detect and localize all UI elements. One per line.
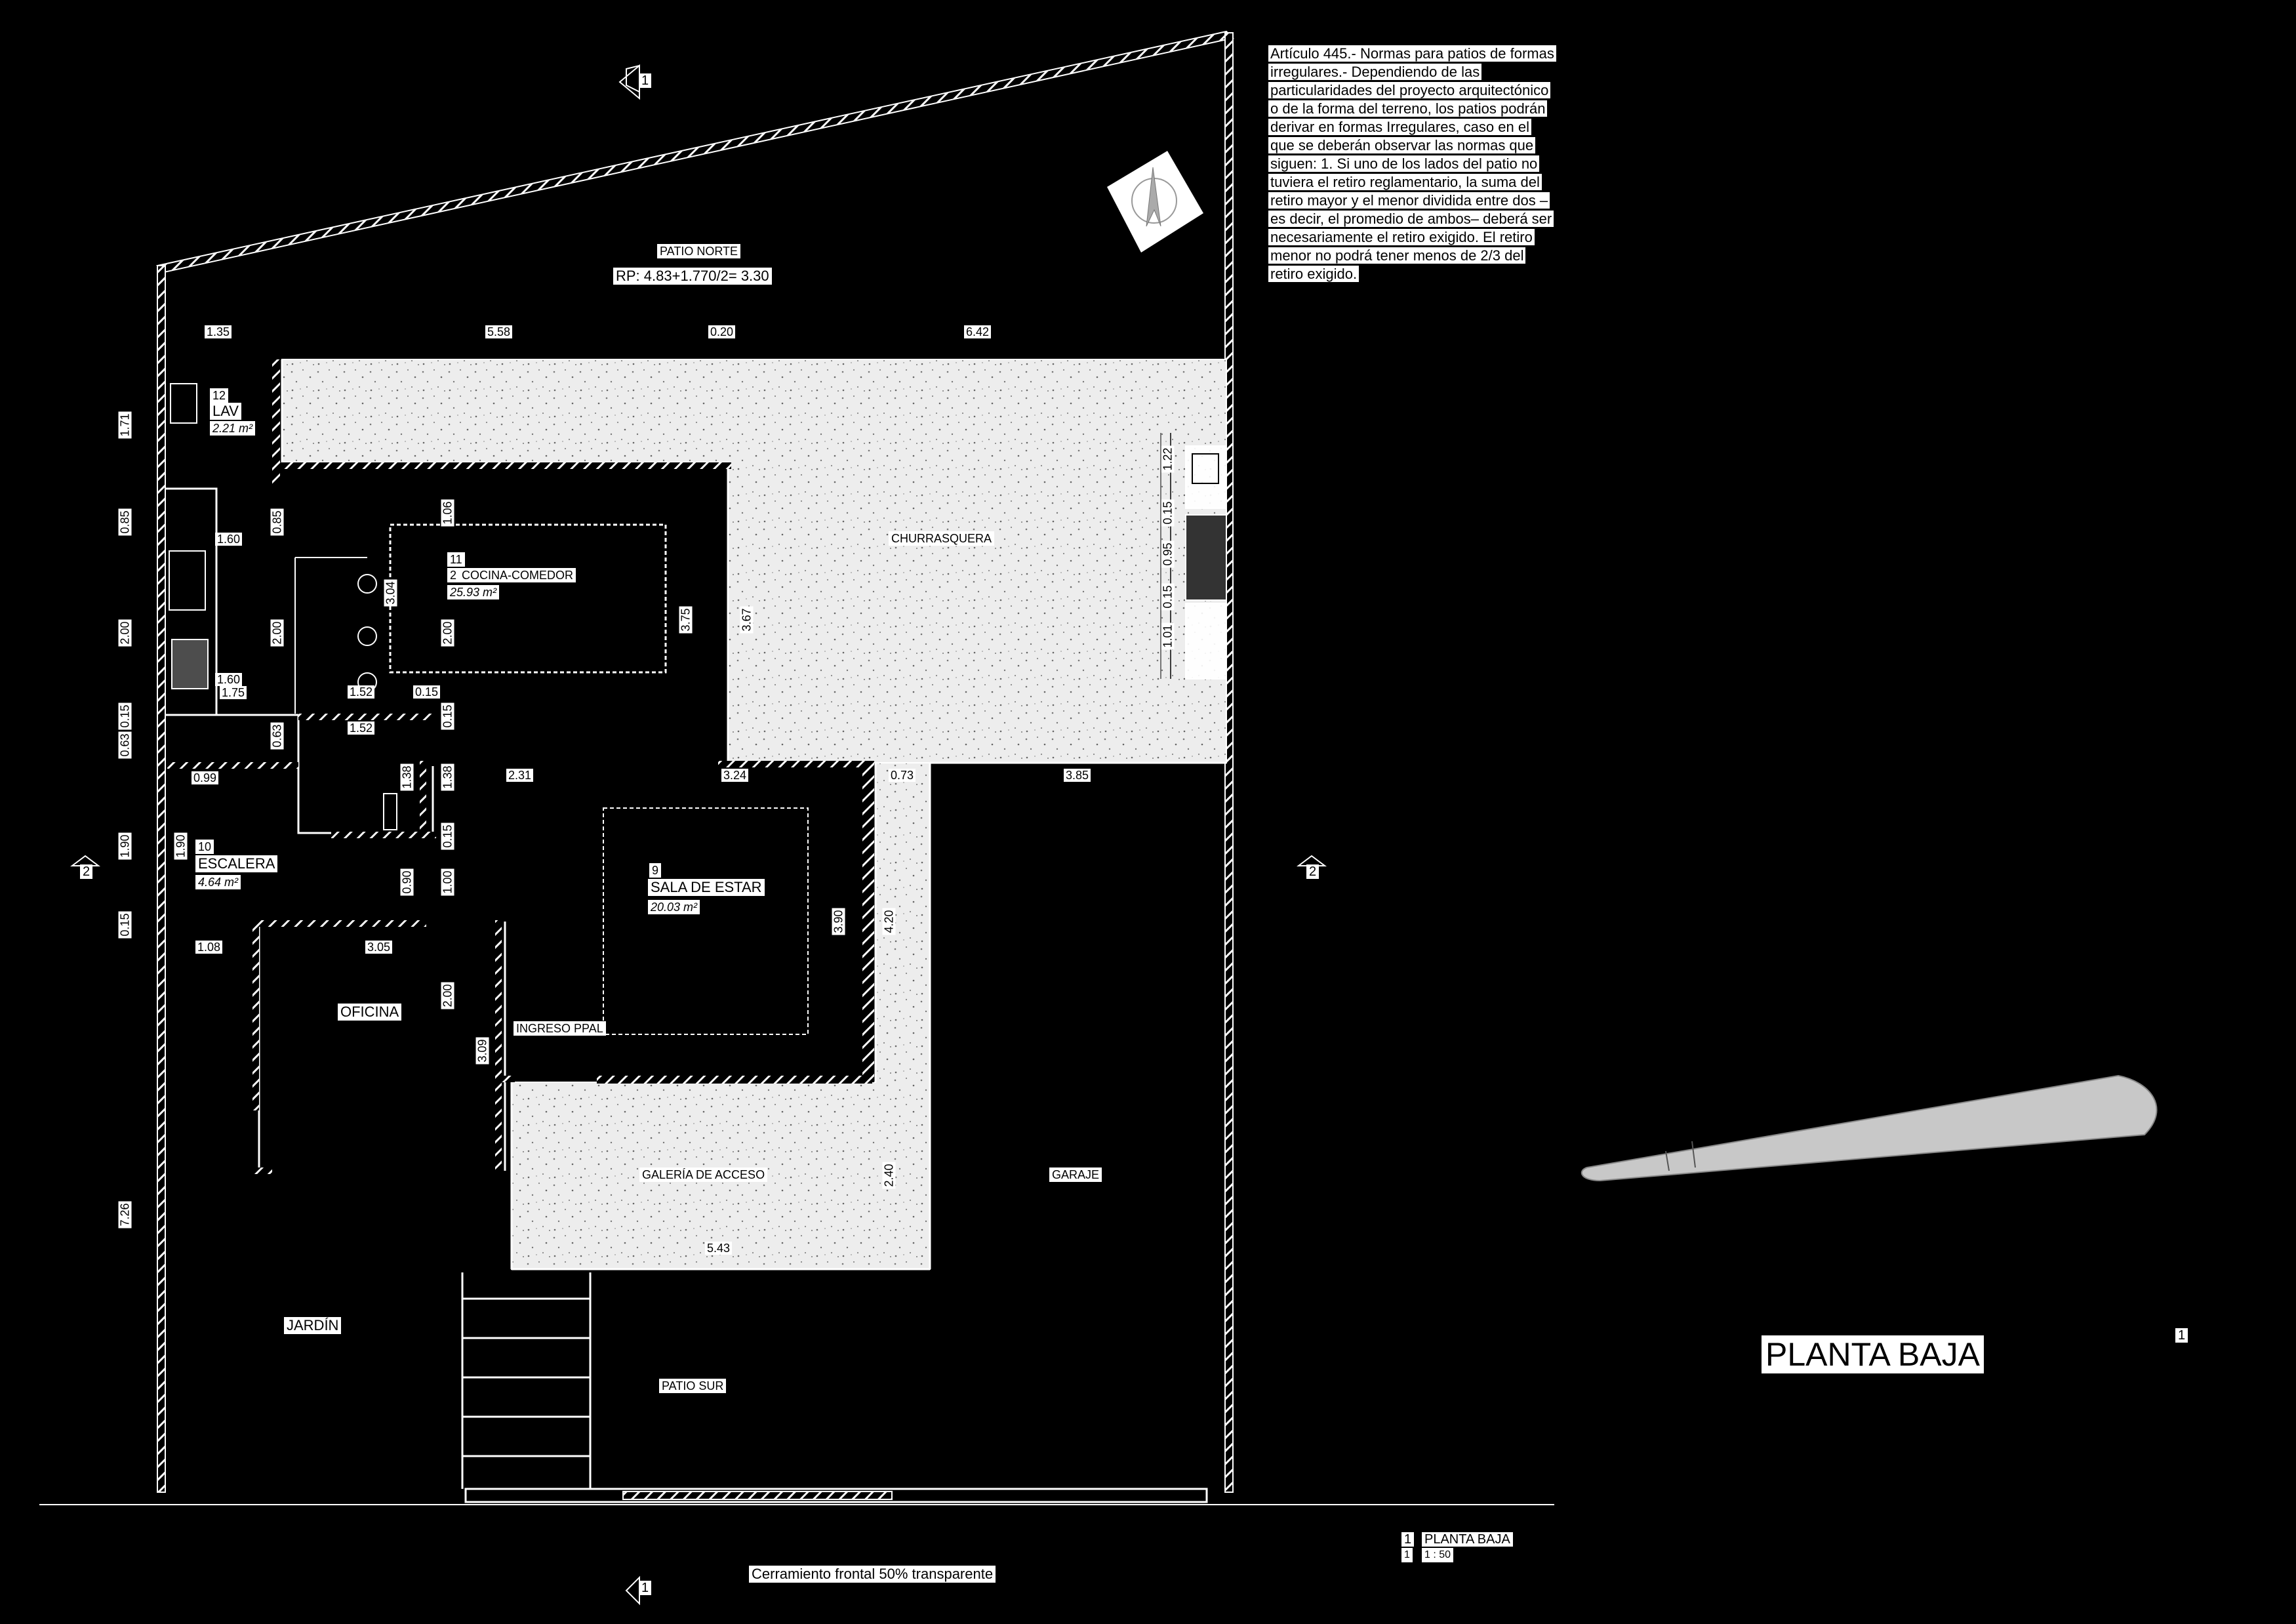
dim-2-40: 2.40 [882, 1162, 896, 1189]
room-area-cocina: 25.93 m² [447, 585, 500, 599]
dim-0-85-a: 0.85 [118, 508, 132, 536]
room-label-escalera: ESCALERA [195, 855, 278, 872]
dim-1-90-a: 1.90 [118, 832, 132, 860]
legend-scale-number: 1 [1401, 1548, 1413, 1562]
dim-2-31: 2.31 [506, 769, 534, 782]
dim-1-60-b: 1.60 [215, 673, 243, 686]
dim-1-08: 1.08 [195, 941, 223, 954]
section-marker-1-bottom: 1 [639, 1581, 652, 1595]
section-marker-1-top: 1 [639, 73, 652, 88]
room-label-sala: SALA DE ESTAR [648, 879, 765, 896]
room-number-lav: 12 [210, 388, 229, 403]
site-location-shape [1581, 1074, 2158, 1182]
room-label-lav: LAV [210, 403, 241, 420]
dim-3-05: 3.05 [365, 941, 393, 954]
dim-0-15-b: 0.15 [118, 702, 132, 730]
sheet-ref-number: 1 [2175, 1328, 2188, 1343]
room-number-cocina: 11 [447, 552, 465, 567]
dim-3-09: 3.09 [475, 1037, 489, 1065]
room-label-ingreso: INGRESO PPAL [514, 1021, 606, 1036]
dim-0-63-b: 0.63 [270, 722, 284, 750]
room-area-sala: 20.03 m² [648, 900, 700, 914]
dim-1-06: 1.06 [441, 499, 454, 527]
dim-0-15-e: 0.15 [118, 911, 132, 939]
article-note: Artículo 445.- Normas para patios de for… [1268, 45, 1557, 283]
dim-0-90: 0.90 [400, 868, 414, 896]
dim-3-67: 3.67 [740, 606, 754, 634]
dim-0-15-f: 0.15 [1161, 499, 1175, 527]
room-area-lav: 2.21 m² [210, 421, 256, 436]
dim-6-42: 6.42 [964, 325, 992, 338]
dim-3-75: 3.75 [679, 606, 693, 634]
dim-2-00-d: 2.00 [441, 982, 454, 1009]
dim-2-00-a: 2.00 [118, 619, 132, 647]
dim-1-60-a: 1.60 [215, 533, 243, 546]
dim-3-90: 3.90 [832, 908, 845, 935]
dim-1-38-b: 1.38 [441, 763, 454, 791]
dim-1-71: 1.71 [118, 411, 132, 439]
room-label-churrasquera: CHURRASQUERA [889, 531, 995, 546]
dim-0-63-a: 0.63 [118, 731, 132, 759]
dim-1-38-a: 1.38 [400, 763, 414, 791]
dim-5-58: 5.58 [485, 325, 513, 338]
dim-0-73: 0.73 [889, 769, 916, 782]
room-area-escalera: 4.64 m² [195, 875, 241, 889]
room-label-patio-sur: PATIO SUR [659, 1379, 727, 1393]
dim-1-22: 1.22 [1161, 445, 1175, 473]
room-label-cocina: COCINA-COMEDOR [459, 568, 576, 582]
dim-5-43: 5.43 [705, 1242, 733, 1255]
dim-0-95: 0.95 [1161, 540, 1175, 568]
dim-3-85: 3.85 [1064, 769, 1091, 782]
dim-1-01: 1.01 [1161, 622, 1175, 650]
dim-1-52-b: 1.52 [348, 721, 375, 735]
dim-3-04: 3.04 [384, 579, 397, 607]
section-marker-2-left: 2 [80, 864, 93, 879]
dim-4-20: 4.20 [882, 908, 896, 935]
room-label-patio-norte: PATIO NORTE [657, 244, 741, 258]
dim-0-20: 0.20 [708, 325, 736, 338]
wall-hatches [167, 359, 874, 1174]
room-label-garaje: GARAJE [1049, 1167, 1102, 1182]
dim-1-75: 1.75 [220, 686, 247, 699]
room-number-sala: 9 [649, 863, 662, 878]
dim-1-52-a: 1.52 [348, 685, 375, 699]
dim-0-85-b: 0.85 [270, 508, 284, 536]
room-label-jardin: JARDÍN [284, 1317, 342, 1334]
dim-0-15-g: 0.15 [1161, 583, 1175, 611]
dim-7-26: 7.26 [118, 1201, 132, 1228]
rp-formula: RP: 4.83+1.770/2= 3.30 [613, 268, 772, 285]
kitchen-fixtures [169, 383, 397, 830]
dim-0-15-d: 0.15 [441, 822, 454, 850]
room-number-cocina-2: 2 [447, 568, 460, 582]
dim-2-00-c: 2.00 [441, 619, 454, 647]
dim-0-15-c: 0.15 [441, 702, 454, 730]
cerramiento-note: Cerramiento frontal 50% transparente [749, 1566, 996, 1583]
room-label-galeria: GALERÍA DE ACCESO [639, 1167, 768, 1182]
section-marker-2-right: 2 [1306, 864, 1319, 879]
north-arrow-icon [1107, 151, 1203, 253]
sheet-title: PLANTA BAJA [1762, 1335, 1984, 1373]
room-number-escalera: 10 [195, 840, 214, 854]
dim-1-35: 1.35 [205, 325, 232, 338]
dim-0-99: 0.99 [191, 771, 219, 784]
legend-number: 1 [1401, 1532, 1415, 1547]
dim-1-90-b: 1.90 [174, 832, 188, 860]
dim-3-24: 3.24 [721, 769, 749, 782]
legend-scale: 1 : 50 [1422, 1548, 1454, 1562]
dim-2-00-b: 2.00 [270, 619, 284, 647]
legend-title: PLANTA BAJA [1422, 1532, 1513, 1547]
dim-1-00: 1.00 [441, 868, 454, 896]
room-label-oficina: OFICINA [338, 1004, 402, 1021]
dim-0-15-a: 0.15 [413, 685, 441, 699]
patio-areas [281, 359, 1227, 1270]
